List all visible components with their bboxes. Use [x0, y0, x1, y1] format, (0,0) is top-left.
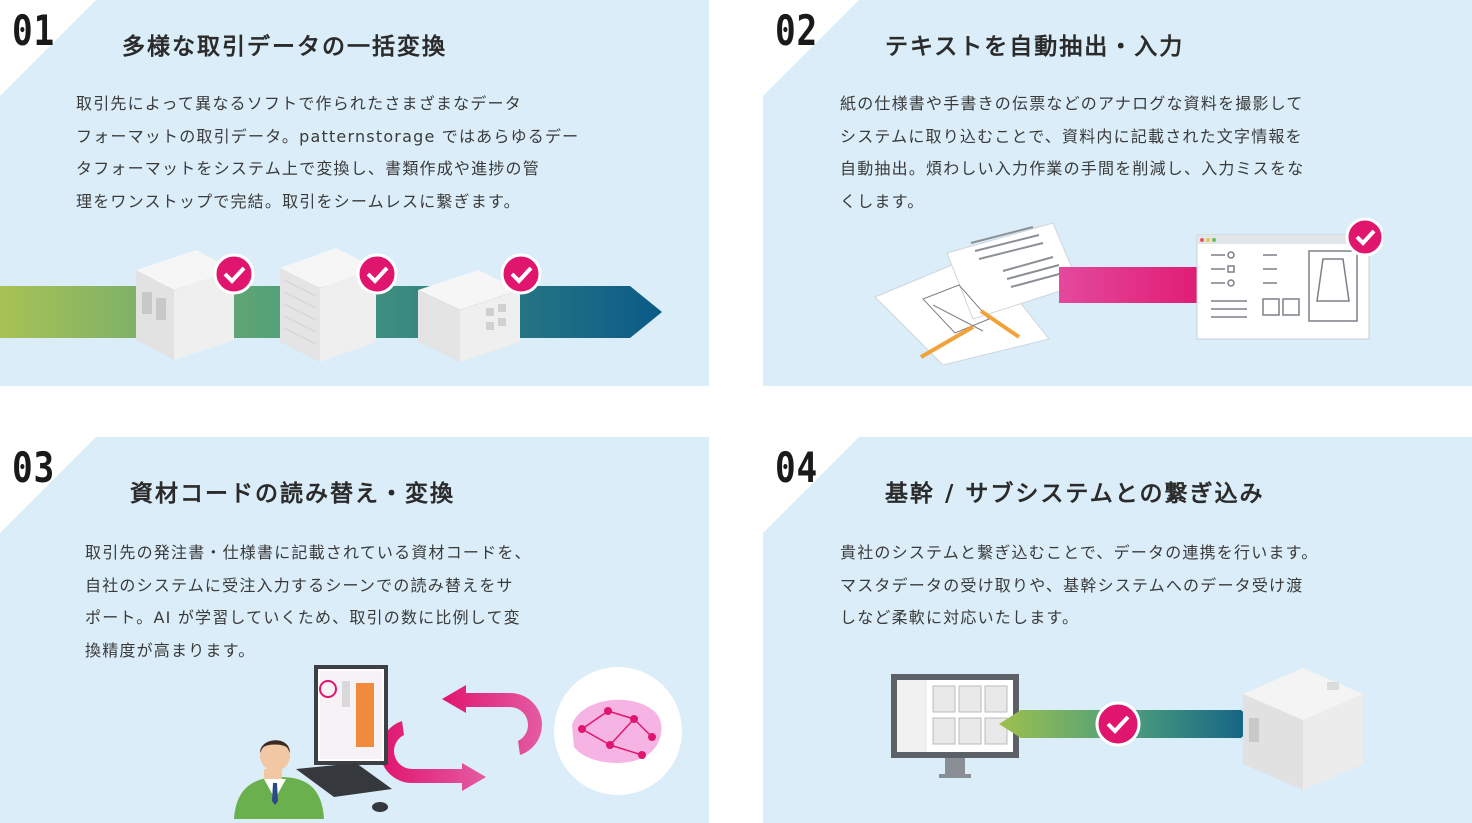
corner-decoration: [763, 437, 859, 533]
feature-card-01: 01 多様な取引データの一括変換 取引先によって異なるソフトで作られたさまざまな…: [0, 0, 709, 386]
description-line: 自社のシステムに受注入力するシーンでの読み替えをサ: [85, 575, 514, 595]
description-line: システムに取り込むことで、資料内に記載された文字情報を: [840, 126, 1303, 146]
cycle-arrow-bottom: [380, 721, 486, 791]
check-icon: [1345, 217, 1383, 257]
building-icon: [136, 250, 234, 360]
description-line: 取引先の発注書・仕様書に記載されている資材コードを、: [85, 543, 532, 562]
system-integration-illustration: [891, 668, 1363, 790]
monitor-icon: [314, 665, 388, 773]
description-line: 理をワンストップで完結。取引をシームレスに繋ぎます。: [76, 191, 521, 211]
check-icon: [213, 253, 255, 295]
text-extraction-illustration: [874, 217, 1383, 365]
card-title: 多様な取引データの一括変換: [122, 34, 447, 60]
pencil-icon: [979, 309, 1021, 339]
building-icon: [418, 270, 520, 362]
description-line: ポート。AI が学習していくため、取引の数に比例して変: [85, 608, 521, 627]
check-icon: [1095, 701, 1141, 747]
description-line: タフォーマットをシステム上で変換し、書類作成や進捗の管: [76, 159, 540, 178]
check-icon: [356, 253, 398, 295]
card-description: 紙の仕様書や手書きの伝票などのアナログな資料を撮影して システムに取り込むことで…: [840, 88, 1304, 218]
description-line: しなど柔軟に対応いたします。: [840, 608, 1080, 627]
description-line: 紙の仕様書や手書きの伝票などのアナログな資料を撮影して: [840, 94, 1304, 113]
check-icon: [500, 253, 542, 295]
corner-decoration: [0, 0, 96, 96]
card-number: 01: [12, 6, 56, 55]
card-title: 基幹 / サブシステムとの繋ぎ込み: [885, 481, 1265, 507]
description-line: マスタデータの受け取りや、基幹システムへのデータ受け渡: [840, 575, 1304, 595]
pencil-icon: [920, 325, 974, 359]
corner-decoration: [0, 437, 96, 533]
person-icon: [234, 740, 324, 819]
mouse: [372, 802, 388, 812]
card-title: 資材コードの読み替え・変換: [130, 481, 455, 507]
building-icon: [1243, 668, 1363, 790]
card-description: 取引先の発注書・仕様書に記載されている資材コードを、 自社のシステムに受注入力す…: [85, 537, 532, 667]
monitor-icon: [891, 674, 1019, 778]
document-icon: [874, 222, 1080, 365]
description-line: 換精度が高まります。: [85, 640, 256, 660]
card-number: 04: [775, 443, 819, 492]
card-number: 02: [775, 6, 819, 55]
feature-card-03: 03 資材コードの読み替え・変換 取引先の発注書・仕様書に記載されている資材コー…: [0, 437, 709, 823]
feature-card-04: 04 基幹 / サブシステムとの繋ぎ込み 貴社のシステムと繋ぎ込むことで、データ…: [763, 437, 1472, 823]
data-conversion-illustration: [0, 248, 662, 362]
description-line: 貴社のシステムと繋ぎ込むことで、データの連携を行います。: [840, 543, 1319, 562]
flow-arrow: [1059, 267, 1223, 303]
card-description: 貴社のシステムと繋ぎ込むことで、データの連携を行います。 マスタデータの受け取り…: [840, 537, 1318, 635]
feature-card-02: 02 テキストを自動抽出・入力 紙の仕様書や手書きの伝票などのアナログな資料を撮…: [763, 0, 1472, 386]
card-number: 03: [12, 443, 56, 492]
description-line: くします。: [840, 191, 925, 211]
screen-icon: [1196, 234, 1370, 340]
card-description: 取引先によって異なるソフトで作られたさまざまなデータ フォーマットの取引データ。…: [76, 88, 579, 218]
cycle-arrow-top: [442, 685, 542, 755]
code-mapping-illustration: [234, 665, 682, 819]
brain-network-icon: [572, 699, 662, 763]
description-line: 自動抽出。煩わしい入力作業の手間を削減し、入力ミスをな: [840, 159, 1305, 178]
keyboard: [296, 763, 392, 797]
description-line: フォーマットの取引データ。patternstorage ではあらゆるデー: [76, 126, 580, 146]
corner-decoration: [763, 0, 859, 96]
building-icon: [280, 248, 376, 362]
description-line: 取引先によって異なるソフトで作られたさまざまなデータ: [76, 94, 522, 113]
card-title: テキストを自動抽出・入力: [885, 34, 1185, 60]
